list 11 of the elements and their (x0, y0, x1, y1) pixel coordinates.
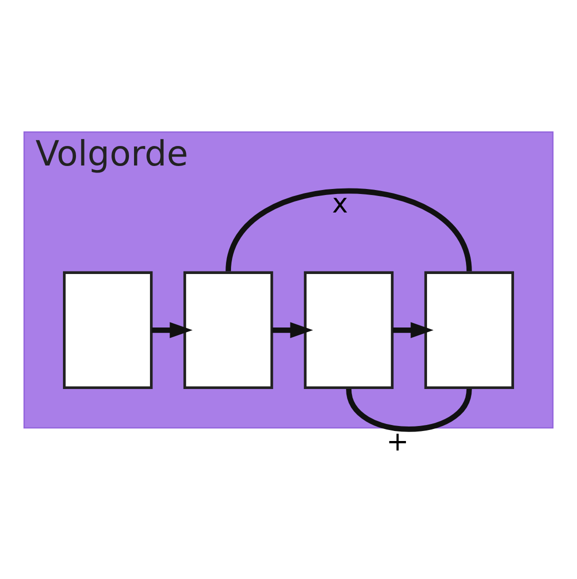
node-box (183, 270, 274, 389)
edge-label: x (332, 188, 348, 219)
arrow (392, 322, 434, 338)
arrow (152, 322, 193, 338)
connector (346, 388, 472, 432)
node-box (424, 270, 514, 389)
node-box (304, 270, 394, 389)
connector (226, 188, 472, 272)
edge-label: + (386, 426, 409, 458)
node-box (62, 270, 153, 389)
arrow (272, 322, 314, 338)
